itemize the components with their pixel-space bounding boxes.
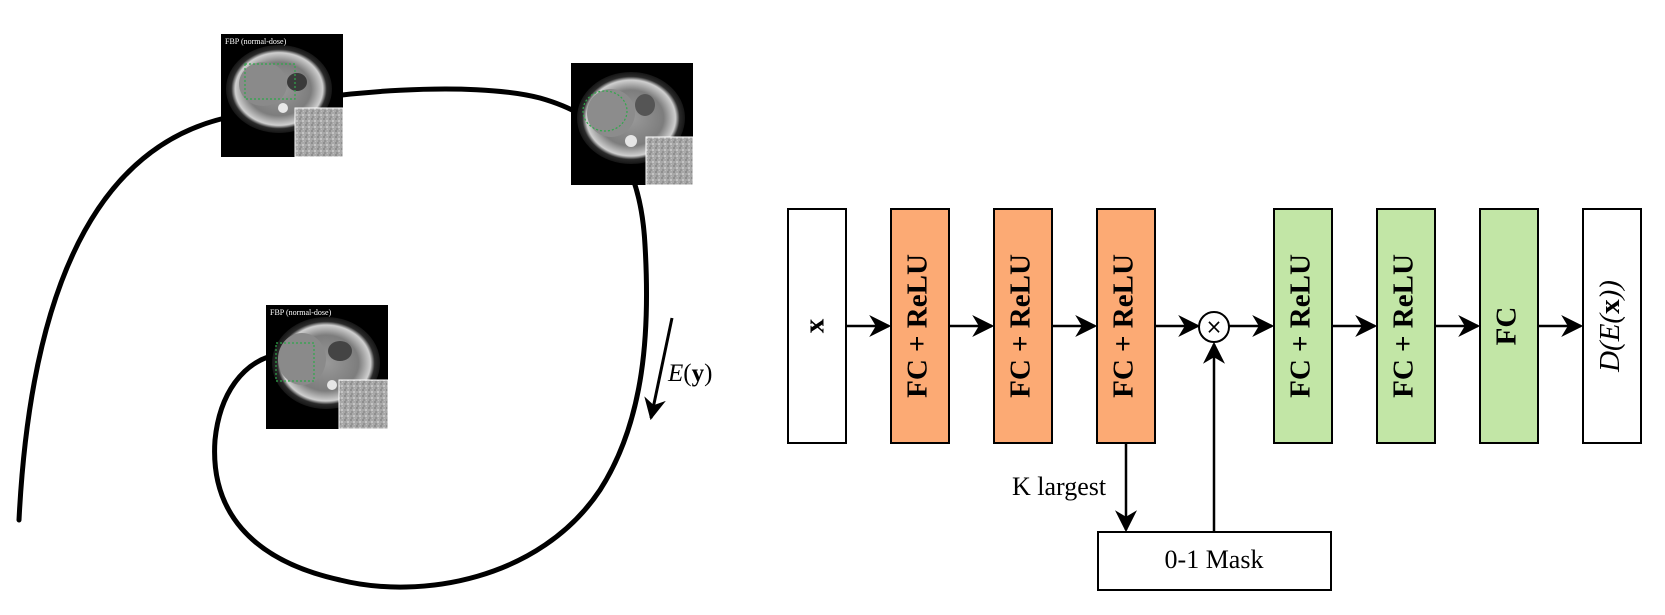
encoder-block-2-label: FC + ReLU	[1005, 254, 1037, 398]
multiply-symbol: ×	[1206, 315, 1223, 339]
encoder-block-3-label: FC + ReLU	[1108, 254, 1140, 398]
k-largest-label: K largest	[1012, 472, 1107, 501]
ct-image-3-label: FBP (normal-dose)	[270, 308, 332, 317]
input-label: x	[799, 318, 831, 333]
mask-block: 0-1 Mask	[1097, 531, 1332, 591]
trajectory-func: E	[667, 360, 683, 387]
trajectory-arg: y	[692, 360, 705, 387]
input-block: x	[787, 208, 847, 444]
ct-image-1: FBP (normal-dose)	[221, 34, 344, 158]
output-outer-func: D	[1594, 351, 1626, 373]
encoder-block-2: FC + ReLU	[993, 208, 1053, 444]
encoder-block-1-label: FC + ReLU	[902, 254, 934, 398]
decoder-block-1-label: FC + ReLU	[1285, 254, 1317, 398]
ct-image-1-label: FBP (normal-dose)	[225, 37, 287, 46]
decoder-block-3-label: FC	[1491, 307, 1523, 346]
output-inner-func: E	[1594, 323, 1626, 342]
trajectory-label: E(y)	[667, 360, 712, 387]
encoder-block-1: FC + ReLU	[890, 208, 950, 444]
output-arg: x	[1594, 299, 1626, 314]
output-label: D(E(x))	[1594, 280, 1626, 373]
trajectory-curve	[16, 86, 650, 590]
decoder-block-1: FC + ReLU	[1273, 208, 1333, 444]
decoder-block-2: FC + ReLU	[1376, 208, 1436, 444]
network-diagram: x FC + ReLU FC + ReLU FC + ReLU × FC + R…	[787, 208, 1642, 591]
latent-trajectory-panel: E(y) FBP (normal-dose)	[16, 34, 712, 590]
trajectory-arrow	[644, 317, 674, 421]
decoder-block-3: FC	[1479, 208, 1539, 444]
output-block: D(E(x))	[1582, 208, 1642, 444]
decoder-block-2-label: FC + ReLU	[1388, 254, 1420, 398]
ct-image-2	[571, 63, 694, 186]
ct-image-3: FBP (normal-dose)	[266, 305, 389, 430]
encoder-block-3: FC + ReLU	[1096, 208, 1156, 444]
mask-label: 0-1 Mask	[1165, 545, 1264, 574]
multiply-node: ×	[1198, 311, 1230, 343]
